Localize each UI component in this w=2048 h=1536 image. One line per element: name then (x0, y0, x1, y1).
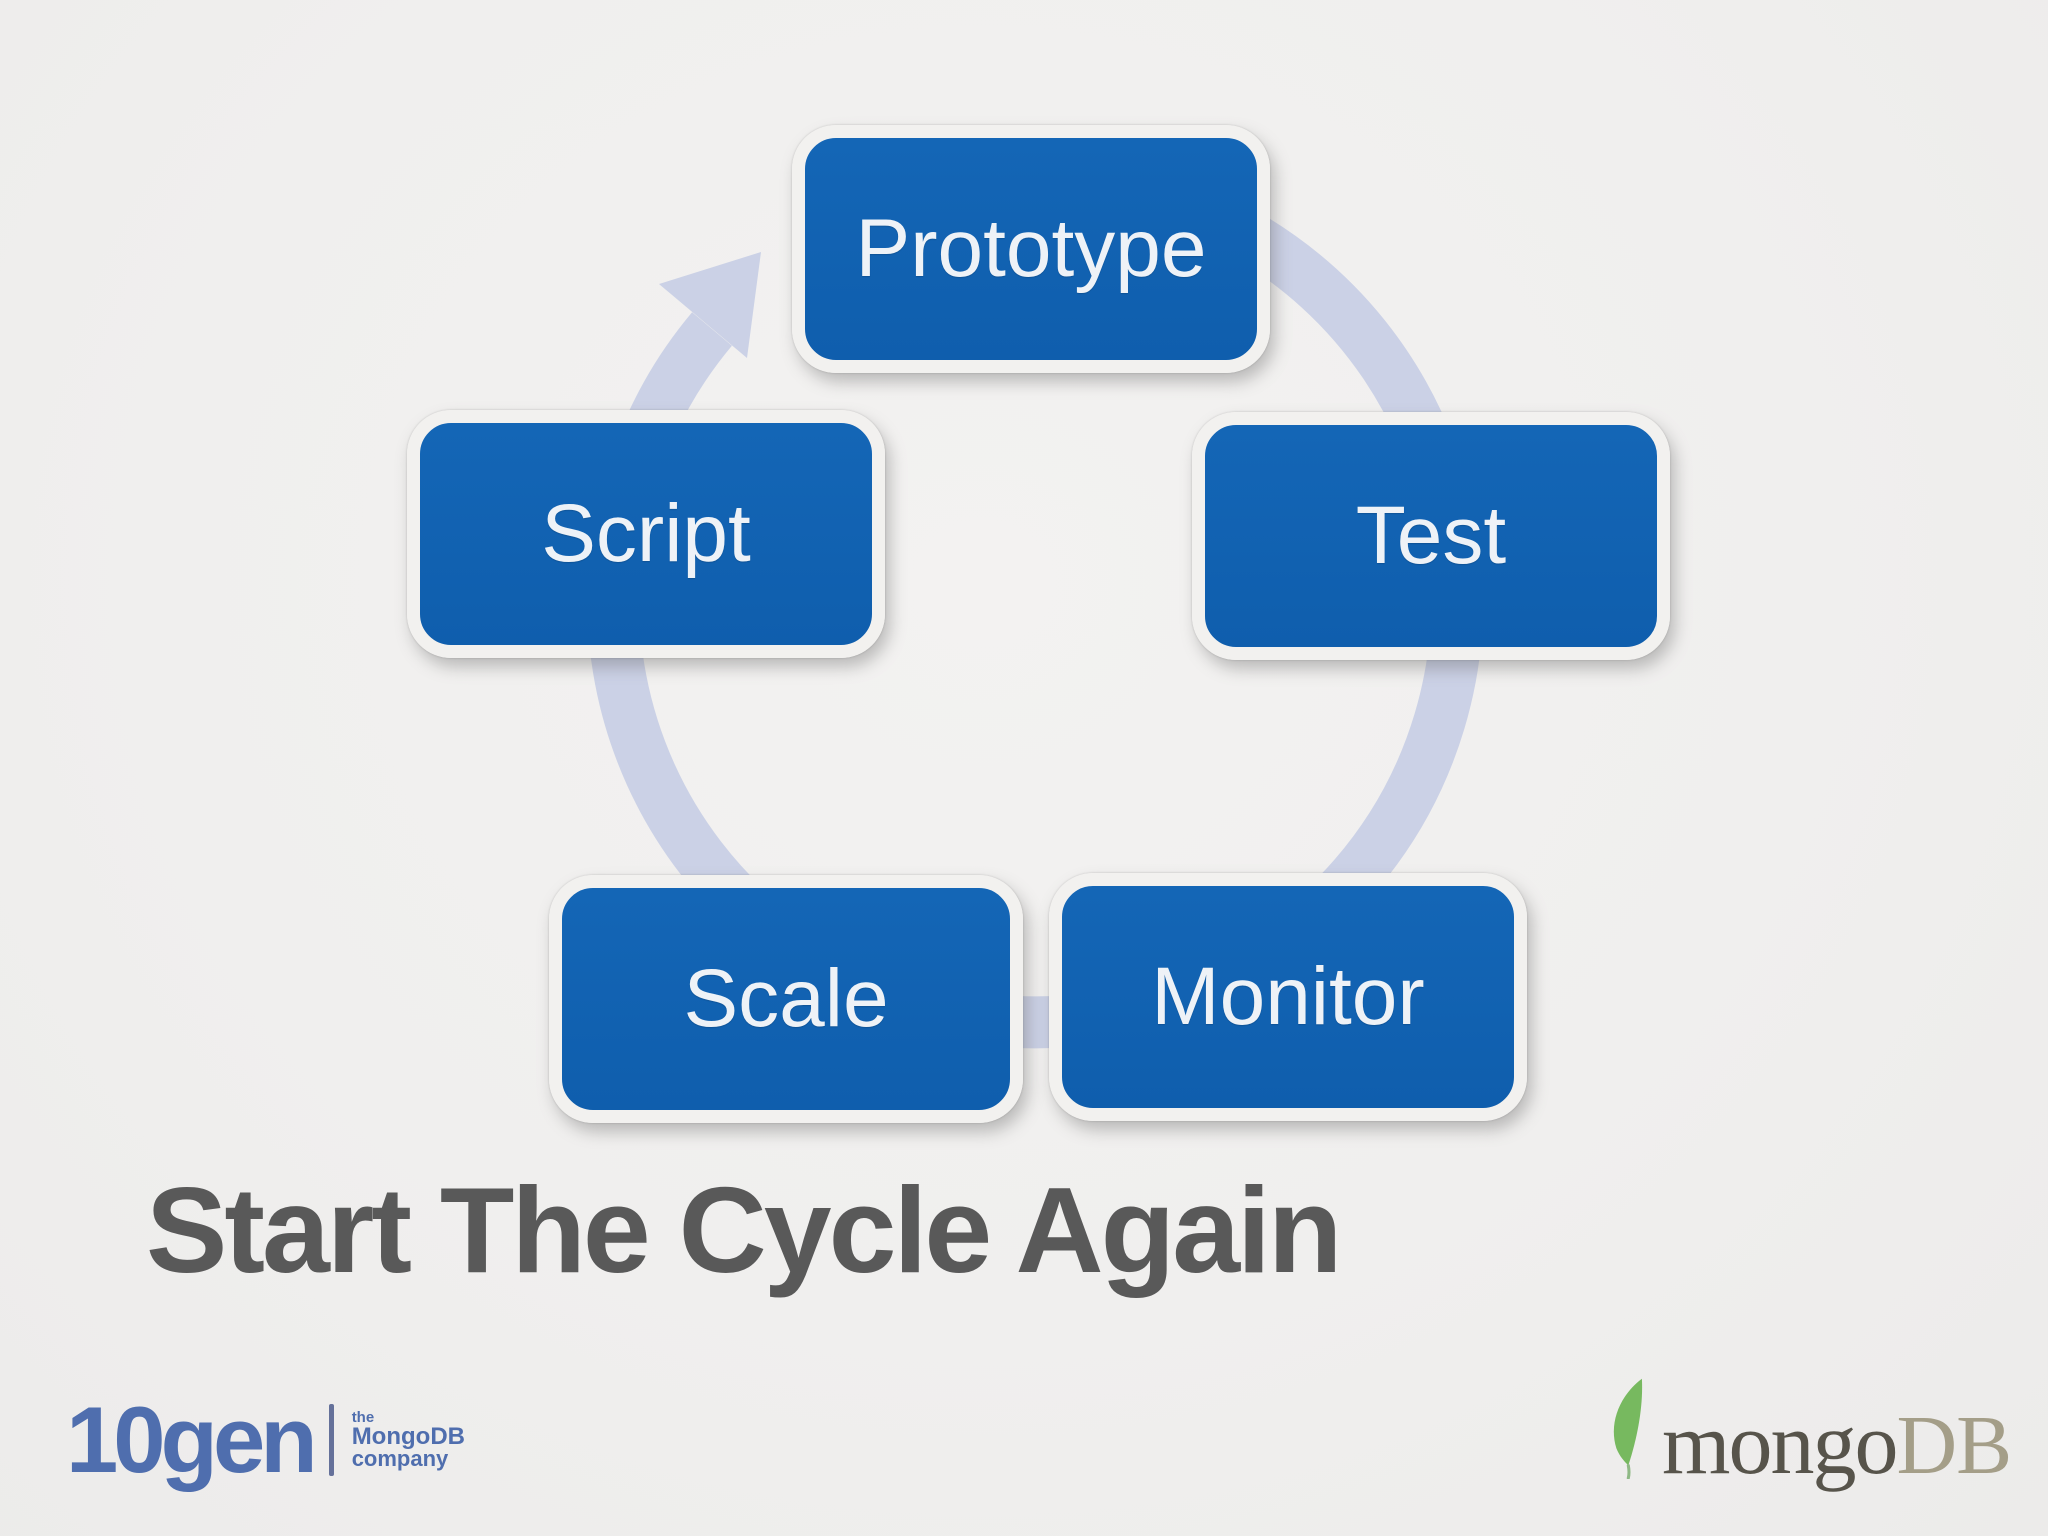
node-test-label: Test (1355, 490, 1507, 581)
node-scale-label: Scale (683, 953, 889, 1044)
tengen-tagline: the MongoDB company (351, 1409, 465, 1471)
cycle-arrowhead-icon (659, 252, 761, 358)
node-scale: Scale (549, 875, 1023, 1123)
node-monitor-label: Monitor (1151, 951, 1425, 1042)
mongodb-wordmark-db: DB (1896, 1399, 2012, 1492)
node-script: Script (407, 410, 885, 658)
tengen-logo: 10gen the MongoDB company (66, 1386, 465, 1492)
tengen-tagline-company: company (351, 1446, 449, 1471)
node-script-label: Script (541, 488, 751, 579)
tengen-tagline-the: the (351, 1409, 375, 1426)
slide-title: Start The Cycle Again (146, 1162, 1342, 1298)
mongodb-logo: mongoDB (1662, 1394, 2012, 1495)
mongodb-wordmark-mongo: mongo (1662, 1396, 1898, 1493)
node-test: Test (1192, 412, 1670, 660)
tengen-divider (328, 1404, 334, 1476)
tengen-tagline-mongodb: MongoDB (351, 1423, 465, 1450)
mongodb-leaf-icon (1613, 1378, 1643, 1479)
tengen-wordmark: 10gen (66, 1386, 318, 1492)
node-prototype-label: Prototype (855, 203, 1207, 294)
node-monitor: Monitor (1049, 873, 1527, 1121)
node-prototype: Prototype (792, 125, 1270, 373)
